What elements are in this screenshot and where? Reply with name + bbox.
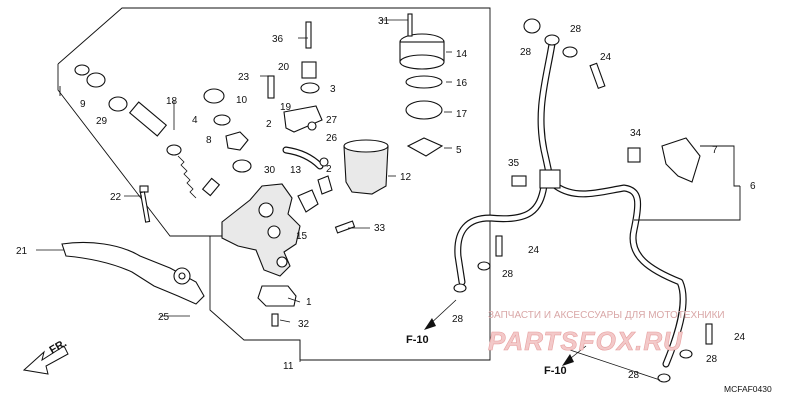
f10-arrows (424, 299, 661, 381)
front-direction-arrow: FR. (22, 337, 69, 375)
callout-28c: 28 (502, 269, 514, 280)
callout-24b: 24 (528, 245, 540, 256)
callout-28d: 28 (452, 314, 464, 325)
callout-28a: 28 (520, 47, 532, 58)
callout-12: 12 (400, 172, 412, 183)
master-cylinder-body (221, 183, 301, 277)
callout-11: 11 (283, 361, 294, 372)
callout-28e: 28 (706, 354, 718, 365)
callout-5: 5 (456, 145, 462, 156)
reservoir-hose-bracket (267, 21, 329, 170)
callout-1: 1 (306, 297, 312, 308)
callout-6: 6 (750, 181, 756, 192)
callout-28b: 28 (570, 24, 582, 35)
f10-label-left: F-10 (406, 334, 429, 346)
callout-27: 27 (326, 115, 338, 126)
callout-34: 34 (630, 128, 642, 139)
leader-lines (36, 19, 741, 323)
callout-30: 30 (264, 165, 276, 176)
callout-7: 7 (712, 145, 718, 156)
callout-19: 19 (280, 102, 292, 113)
brake-lever (61, 242, 205, 305)
callout-32: 32 (298, 319, 310, 330)
pivot-bolt (139, 185, 151, 223)
callout-25: 25 (158, 312, 170, 323)
callout-13: 13 (290, 165, 302, 176)
callout-28f: 28 (628, 370, 640, 381)
brake-hoses (453, 18, 713, 383)
callout-29: 29 (96, 116, 108, 127)
callout-4: 4 (192, 115, 198, 126)
callout-2a: 2 (266, 119, 272, 130)
callout-3: 3 (330, 84, 336, 95)
group-frame-lines (57, 7, 491, 362)
callout-18: 18 (166, 96, 178, 107)
callout-2b: 2 (326, 164, 332, 175)
watermark: ЗАПЧАСТИ И АКСЕССУАРЫ ДЛЯ МОТОТЕХНИКИ PA… (488, 310, 725, 356)
reference-labels: F-10 F-10 MCFAF0430 (406, 334, 772, 394)
callout-8: 8 (206, 135, 212, 146)
watermark-logo: PARTSFOX.RU (488, 326, 683, 356)
callout-22: 22 (110, 192, 122, 203)
callout-numbers: 1 2 2 3 4 5 6 7 8 9 10 11 12 13 14 15 16… (16, 16, 756, 381)
brake-switch (257, 285, 297, 327)
callout-9: 9 (80, 99, 86, 110)
small-parts-middle (203, 88, 356, 234)
watermark-caption: ЗАПЧАСТИ И АКСЕССУАРЫ ДЛЯ МОТОТЕХНИКИ (488, 310, 725, 321)
callout-24c: 24 (734, 332, 746, 343)
diagram-code: MCFAF0430 (724, 384, 772, 394)
callout-16: 16 (456, 78, 468, 89)
callout-31: 31 (378, 16, 390, 27)
callout-17: 17 (456, 109, 468, 120)
f10-label-right: F-10 (544, 365, 567, 377)
reservoir (343, 13, 445, 195)
callout-20: 20 (278, 62, 290, 73)
callout-35: 35 (508, 158, 520, 169)
callout-23: 23 (238, 72, 250, 83)
callout-15: 15 (296, 231, 308, 242)
callout-10: 10 (236, 95, 248, 106)
callout-36: 36 (272, 34, 284, 45)
callout-33: 33 (374, 223, 386, 234)
callout-14: 14 (456, 49, 468, 60)
callout-21: 21 (16, 246, 28, 257)
callout-24a: 24 (600, 52, 612, 63)
callout-26: 26 (326, 133, 338, 144)
piston-assembly (74, 64, 221, 199)
